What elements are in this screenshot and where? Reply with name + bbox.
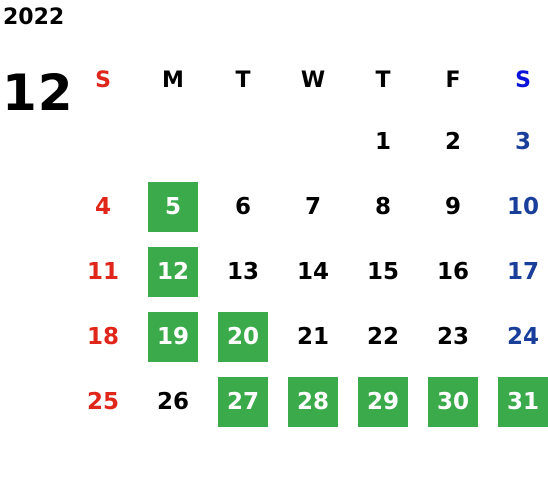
day-number: 24 bbox=[506, 323, 539, 350]
day-number: 16 bbox=[436, 258, 469, 285]
highlighted-day-number: 5 bbox=[148, 181, 198, 232]
weekday-tuesday: T bbox=[235, 68, 251, 93]
weekday-friday: F bbox=[445, 68, 461, 93]
day-cell: 16 bbox=[418, 239, 488, 304]
day-cell: 11 bbox=[68, 239, 138, 304]
day-cell: 17 bbox=[488, 239, 548, 304]
day-cell: 7 bbox=[278, 174, 348, 239]
highlighted-day-number: 19 bbox=[148, 311, 198, 362]
day-number: 17 bbox=[506, 258, 539, 285]
day-number: 9 bbox=[444, 193, 461, 220]
day-cell: 26 bbox=[138, 369, 208, 434]
highlighted-day-number: 31 bbox=[498, 376, 548, 427]
day-number bbox=[78, 117, 128, 167]
day-number: 14 bbox=[296, 258, 329, 285]
day-number: 11 bbox=[86, 258, 119, 285]
weekday-saturday: S bbox=[515, 68, 531, 93]
week-row: 11 12 13 14 15 16 17 bbox=[68, 239, 548, 304]
day-number bbox=[148, 117, 198, 167]
day-number: 15 bbox=[366, 258, 399, 285]
highlighted-day-number: 12 bbox=[148, 246, 198, 297]
day-cell: 30 bbox=[418, 369, 488, 434]
month-number: 12 bbox=[2, 64, 74, 122]
day-number: 10 bbox=[506, 193, 539, 220]
day-cell: 27 bbox=[208, 369, 278, 434]
day-number: 21 bbox=[296, 323, 329, 350]
day-number: 22 bbox=[366, 323, 399, 350]
day-number: 26 bbox=[156, 388, 189, 415]
day-cell: 22 bbox=[348, 304, 418, 369]
day-cell: 31 bbox=[488, 369, 548, 434]
week-row: 1 2 3 bbox=[68, 109, 548, 174]
empty-day-cell bbox=[68, 109, 138, 174]
day-number: 3 bbox=[514, 128, 531, 155]
weekday-sunday: S bbox=[95, 68, 111, 93]
day-number: 1 bbox=[374, 128, 391, 155]
day-cell: 20 bbox=[208, 304, 278, 369]
day-number: 18 bbox=[86, 323, 119, 350]
empty-day-cell bbox=[208, 109, 278, 174]
day-cell: 9 bbox=[418, 174, 488, 239]
year-label: 2022 bbox=[3, 5, 65, 30]
day-cell: 5 bbox=[138, 174, 208, 239]
highlighted-day-number: 27 bbox=[218, 376, 268, 427]
day-number: 2 bbox=[444, 128, 461, 155]
day-cell: 14 bbox=[278, 239, 348, 304]
week-row: 18 19 20 21 22 23 24 bbox=[68, 304, 548, 369]
day-cell: 2 bbox=[418, 109, 488, 174]
weekday-header: S M T W T F S bbox=[68, 52, 548, 109]
day-number: 13 bbox=[226, 258, 259, 285]
empty-day-cell bbox=[138, 109, 208, 174]
day-cell: 23 bbox=[418, 304, 488, 369]
day-number: 25 bbox=[86, 388, 119, 415]
day-cell: 15 bbox=[348, 239, 418, 304]
day-number: 6 bbox=[234, 193, 251, 220]
day-cell: 19 bbox=[138, 304, 208, 369]
day-number: 8 bbox=[374, 193, 391, 220]
day-cell: 13 bbox=[208, 239, 278, 304]
day-number: 7 bbox=[304, 193, 321, 220]
day-number bbox=[288, 117, 338, 167]
week-row: 4 5 6 7 8 9 10 bbox=[68, 174, 548, 239]
day-cell: 21 bbox=[278, 304, 348, 369]
day-cell: 25 bbox=[68, 369, 138, 434]
day-cell: 29 bbox=[348, 369, 418, 434]
day-cell: 8 bbox=[348, 174, 418, 239]
day-cell: 18 bbox=[68, 304, 138, 369]
day-number bbox=[218, 117, 268, 167]
highlighted-day-number: 29 bbox=[358, 376, 408, 427]
weekday-thursday: T bbox=[375, 68, 391, 93]
day-cell: 3 bbox=[488, 109, 548, 174]
weekday-monday: M bbox=[162, 68, 184, 93]
day-cell: 28 bbox=[278, 369, 348, 434]
day-cell: 6 bbox=[208, 174, 278, 239]
empty-day-cell bbox=[278, 109, 348, 174]
day-cell: 1 bbox=[348, 109, 418, 174]
week-row: 25 26 27 28 29 30 31 bbox=[68, 369, 548, 434]
weekday-wednesday: W bbox=[300, 68, 326, 93]
day-cell: 4 bbox=[68, 174, 138, 239]
day-cell: 12 bbox=[138, 239, 208, 304]
day-cell: 10 bbox=[488, 174, 548, 239]
highlighted-day-number: 20 bbox=[218, 311, 268, 362]
highlighted-day-number: 30 bbox=[428, 376, 478, 427]
highlighted-day-number: 28 bbox=[288, 376, 338, 427]
day-number: 23 bbox=[436, 323, 469, 350]
day-cell: 24 bbox=[488, 304, 548, 369]
day-number: 4 bbox=[94, 193, 111, 220]
